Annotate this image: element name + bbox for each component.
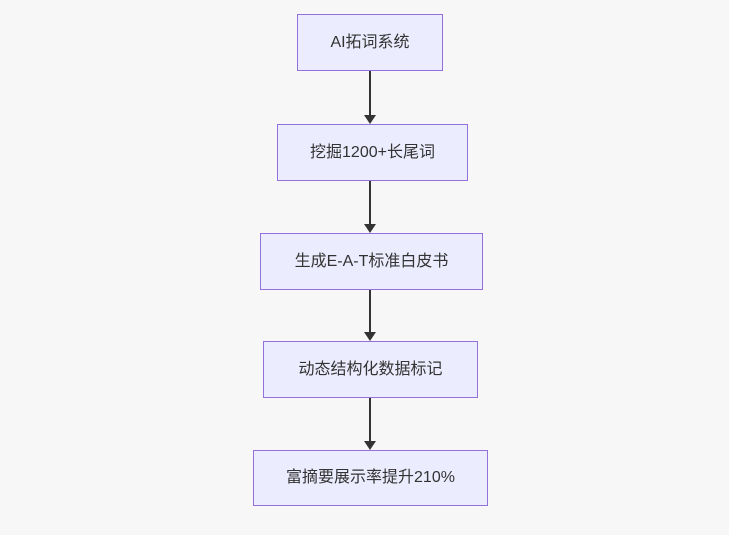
flow-node-rich-snippet-uplift: 富摘要展示率提升210% <box>253 450 488 506</box>
arrow-line <box>369 290 371 333</box>
arrow-line <box>369 181 371 225</box>
flow-node-label: 挖掘1200+长尾词 <box>310 143 435 161</box>
arrow-line <box>369 71 371 116</box>
flow-node-label: 生成E-A-T标准白皮书 <box>294 252 449 270</box>
flow-node-ai-word-expansion: AI拓词系统 <box>297 14 443 71</box>
flow-arrow <box>364 181 376 233</box>
flow-arrow <box>364 398 376 450</box>
arrow-head-icon <box>364 115 376 124</box>
flow-node-label: AI拓词系统 <box>330 33 410 51</box>
flow-node-structured-data-markup: 动态结构化数据标记 <box>263 341 478 398</box>
flow-node-eat-whitepaper: 生成E-A-T标准白皮书 <box>260 233 483 290</box>
flow-node-label: 富摘要展示率提升210% <box>286 469 455 487</box>
arrow-head-icon <box>364 441 376 450</box>
flow-arrow <box>364 290 376 341</box>
flow-arrow <box>364 71 376 124</box>
arrow-line <box>369 398 371 442</box>
flow-node-longtail-mining: 挖掘1200+长尾词 <box>277 124 468 181</box>
arrow-head-icon <box>364 224 376 233</box>
flow-node-label: 动态结构化数据标记 <box>298 360 443 378</box>
arrow-head-icon <box>364 332 376 341</box>
